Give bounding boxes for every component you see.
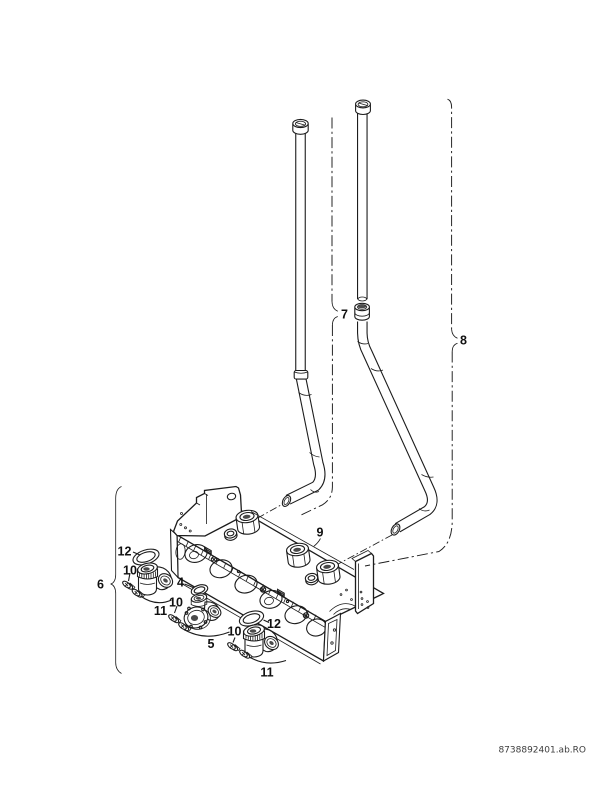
leader-lines <box>127 551 287 664</box>
union-nut-1 <box>234 508 261 537</box>
mounting-bracket-right <box>351 550 375 615</box>
screw-10-center-1 <box>166 612 182 625</box>
part-label-8: 8 <box>460 334 467 348</box>
o-ring-12-left <box>132 548 160 566</box>
screw-10-right-1 <box>225 640 241 653</box>
part-label-10-left: 10 <box>123 564 137 578</box>
part-label-9: 9 <box>317 526 324 540</box>
pipe-8-cap <box>355 99 371 116</box>
part-label-10-right: 10 <box>228 625 242 639</box>
pipe-8-coupling <box>354 302 370 321</box>
pipe-8 <box>354 99 438 536</box>
part-label-11-right: 11 <box>260 666 273 680</box>
union-nut-2 <box>285 541 312 570</box>
part-label-11-left: 11 <box>154 604 167 618</box>
fitting-group-left <box>120 548 174 599</box>
reference-line-9 <box>250 511 355 570</box>
manifold-left-end <box>169 528 179 579</box>
bracket-hole <box>226 492 237 501</box>
pipe-8-open-end <box>390 523 401 536</box>
part-labels: 12 10 6 11 4 10 5 10 12 11 9 7 8 <box>97 308 467 680</box>
pipe-7 <box>281 118 326 507</box>
part-label-6: 6 <box>97 578 104 592</box>
o-ring-4 <box>190 584 209 596</box>
reference-line-8 <box>364 98 458 567</box>
part-label-7: 7 <box>341 308 348 322</box>
fitting-group-center <box>166 584 222 633</box>
pipe-7-cap <box>292 118 309 135</box>
part-label-4: 4 <box>177 576 184 590</box>
o-ring-12-right <box>238 610 265 627</box>
flange-bolt-holes <box>184 606 208 630</box>
fitting-group-right <box>225 610 279 660</box>
pipe-7-open-end <box>281 495 292 507</box>
elbow-fitting-11-right <box>242 624 279 658</box>
mounting-bracket-left <box>172 485 243 537</box>
union-nut-3 <box>315 558 342 587</box>
group-brace-6 <box>109 486 122 674</box>
part-label-5: 5 <box>208 637 215 651</box>
flanged-elbow-5 <box>183 593 222 630</box>
manifold-right-end <box>322 612 342 662</box>
pipe-7-sleeve <box>293 369 309 380</box>
part-label-12-right: 12 <box>267 617 281 631</box>
flange-hatching <box>178 536 317 621</box>
elbow-fitting-11-left <box>136 562 174 596</box>
manifold-clips <box>204 545 310 619</box>
document-code: 8738892401.ab.RO <box>498 746 586 756</box>
part-label-12-left: 12 <box>118 545 132 559</box>
part-label-10-center: 10 <box>169 596 183 610</box>
reference-line-7 <box>301 117 338 516</box>
